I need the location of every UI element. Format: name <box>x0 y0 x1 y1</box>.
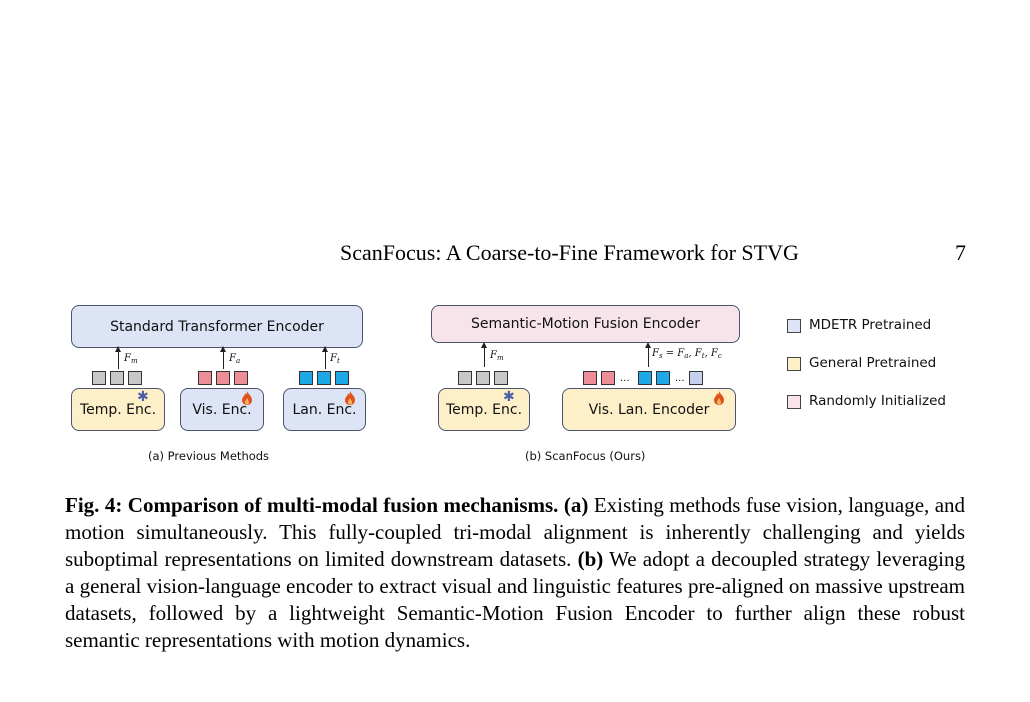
motion-token <box>476 371 490 385</box>
temporal-encoder-left: Temp. Enc. <box>71 388 165 431</box>
text-token <box>656 371 670 385</box>
visual-token <box>198 371 212 385</box>
motion-token <box>494 371 508 385</box>
visual-token <box>216 371 230 385</box>
legend-swatch-mdetr <box>787 319 801 333</box>
motion-token <box>128 371 142 385</box>
text-token <box>317 371 331 385</box>
arrow-fm-left <box>115 346 121 369</box>
label-fa-left: Fa <box>229 353 241 365</box>
motion-token <box>110 371 124 385</box>
subcaption-b: (b) ScanFocus (Ours) <box>525 449 646 463</box>
subcaption-a: (a) Previous Methods <box>148 449 270 463</box>
snowflake-icon: ✱ <box>503 389 515 405</box>
motion-token <box>92 371 106 385</box>
legend-swatch-random <box>787 395 801 409</box>
flame-icon <box>242 391 252 405</box>
text-token <box>299 371 313 385</box>
label-fm-left: Fm <box>124 353 138 365</box>
legend-label-general: General Pretrained <box>809 355 937 371</box>
caption-a-text: Existing methods fuse vision, language, … <box>65 493 966 571</box>
caption-label: Fig. 4: <box>65 493 123 517</box>
figure-caption: Fig. 4: Comparison of multi-modal fusion… <box>65 492 965 654</box>
flame-icon <box>714 391 724 405</box>
text-token <box>335 371 349 385</box>
label-fm-right: Fm <box>490 350 504 362</box>
caption-a-tag: (a) <box>563 493 589 517</box>
snowflake-icon: ✱ <box>137 389 149 405</box>
caption-b-tag: (b) <box>577 547 604 571</box>
visual-token <box>234 371 248 385</box>
arrow-ft-left <box>322 346 328 369</box>
arrow-fs-right <box>645 342 651 367</box>
visual-token <box>601 371 615 385</box>
caption-b-text: We adopt a decoupled strategy leveraging… <box>65 547 966 652</box>
semantic-motion-fusion-encoder: Semantic-Motion Fusion Encoder <box>431 305 740 343</box>
vision-language-encoder: Vis. Lan. Encoder <box>562 388 736 431</box>
motion-token <box>458 371 472 385</box>
legend-label-random: Randomly Initialized <box>809 393 946 409</box>
ellipsis: ... <box>620 373 630 384</box>
cls-token <box>689 371 703 385</box>
flame-icon <box>345 391 355 405</box>
visual-token <box>583 371 597 385</box>
page-number: 7 <box>955 240 966 265</box>
temporal-encoder-right: Temp. Enc. <box>438 388 530 431</box>
legend-swatch-general <box>787 357 801 371</box>
label-fs-right: Fs = Fa, Ft, Fc <box>652 348 722 360</box>
caption-title: Comparison of multi-modal fusion mechani… <box>127 493 559 517</box>
legend-label-mdetr: MDETR Pretrained <box>809 317 932 333</box>
label-ft-left: Ft <box>330 353 340 365</box>
figure-4: Standard Transformer Encoder Fm Fa Ft Te… <box>71 305 946 463</box>
arrow-fa-left <box>220 346 226 369</box>
standard-transformer-encoder: Standard Transformer Encoder <box>71 305 363 348</box>
visual-encoder-left: Vis. Enc. <box>180 388 264 431</box>
running-header: ScanFocus: A Coarse-to-Fine Framework fo… <box>340 240 966 268</box>
text-token <box>638 371 652 385</box>
ellipsis: ... <box>675 373 685 384</box>
running-title: ScanFocus: A Coarse-to-Fine Framework fo… <box>340 240 799 265</box>
language-encoder-left: Lan. Enc. <box>283 388 366 431</box>
arrow-fm-right <box>481 342 487 367</box>
